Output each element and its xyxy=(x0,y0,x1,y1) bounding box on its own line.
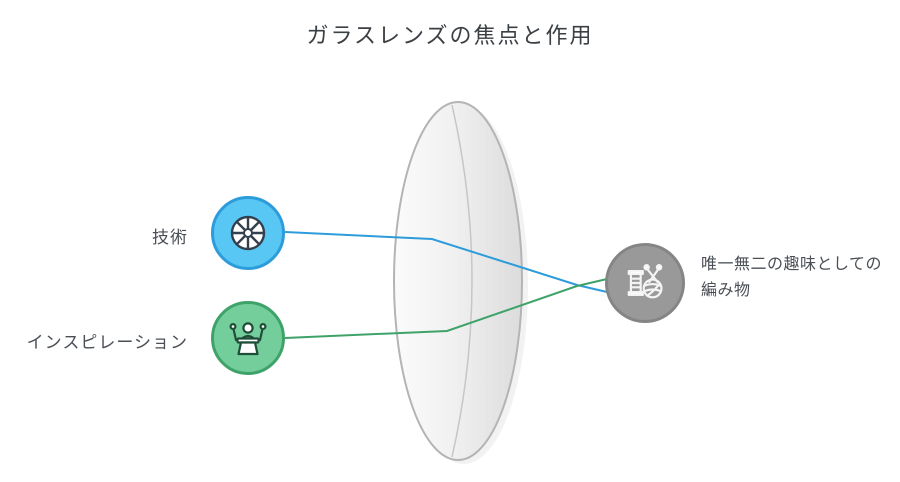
input-label-skill: 技術 xyxy=(152,228,188,247)
output-label-line1: 唯一無二の趣味としての xyxy=(701,256,883,273)
input-node-skill xyxy=(211,196,285,270)
diagram-title: ガラスレンズの焦点と作用 xyxy=(306,23,594,48)
ray-line-blue xyxy=(284,231,608,293)
convex-lens xyxy=(393,101,523,461)
input-node-inspiration xyxy=(211,301,285,375)
output-node-knitting xyxy=(605,243,685,323)
output-label: 唯一無二の趣味としての 編み物 xyxy=(701,252,882,304)
yarn-knitting-icon xyxy=(627,264,663,299)
input-label-inspiration: インスピレーション xyxy=(26,333,188,352)
wheel-icon xyxy=(230,215,266,251)
lens-inner-edge xyxy=(451,104,473,458)
ray-line-green xyxy=(284,278,608,339)
podium-presenter-icon xyxy=(229,322,267,356)
output-label-line2: 編み物 xyxy=(701,282,751,299)
